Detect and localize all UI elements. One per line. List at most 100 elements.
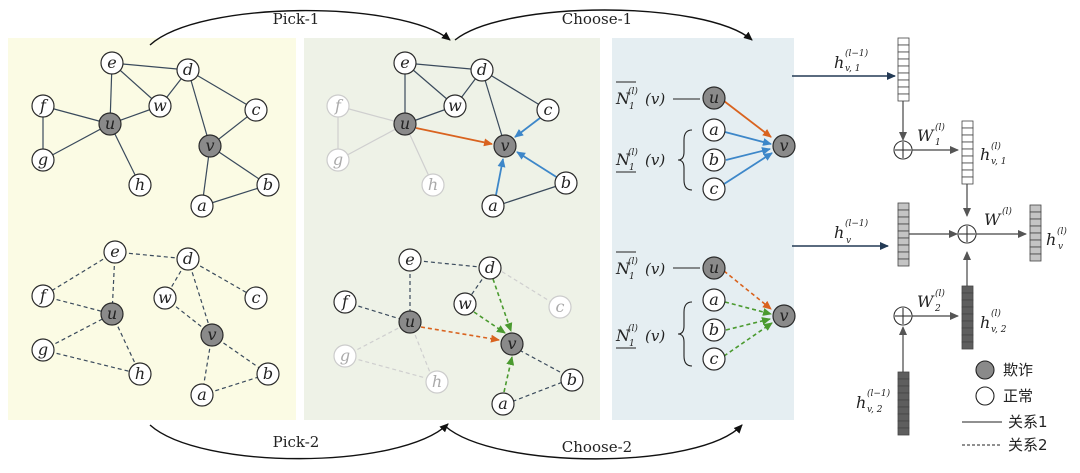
pick1-label: Pick-1 [273, 10, 320, 28]
svg-text:h: h [428, 175, 438, 194]
node-c [702, 177, 726, 201]
svg-text:d: d [485, 258, 495, 277]
svg-text:g: g [38, 150, 48, 169]
set-label-bottom-2: N (l) 1 (v) [615, 323, 665, 349]
pick2-arc [149, 423, 449, 460]
legend-relation2-label: 关系2 [1008, 436, 1048, 454]
svg-text:b: b [567, 370, 577, 389]
node-g-faded [333, 344, 357, 368]
node-w [443, 94, 467, 118]
svg-text:b: b [263, 364, 273, 383]
vector-h-v1 [961, 120, 974, 185]
node-f [31, 284, 55, 308]
svg-text:(l): (l) [628, 86, 638, 97]
nodes-relation1-original: e d f w c u v g h b a [31, 51, 280, 218]
svg-text:(v): (v) [645, 327, 665, 345]
svg-text:u: u [709, 88, 719, 107]
node-h [128, 173, 152, 197]
node-h-faded [425, 370, 449, 394]
vector-h-v-prev [897, 202, 910, 267]
nodes-relation1-picked: e d f w c u v g h b a [326, 51, 578, 218]
svg-text:(l): (l) [935, 122, 945, 133]
vector-h-v2 [961, 285, 974, 350]
svg-text:g: g [340, 346, 350, 365]
node-c-faded [548, 295, 572, 319]
svg-text:a: a [488, 196, 498, 215]
choose1-label: Choose-1 [562, 10, 632, 28]
svg-text:h: h [135, 175, 145, 194]
chosen-relation1: N (l) 1 (v) N (l) 1 (v) u a b c v [615, 81, 796, 201]
svg-text:W: W [917, 126, 935, 145]
svg-text:f: f [341, 292, 351, 311]
svg-text:v, 2: v, 2 [991, 325, 1007, 335]
label-h-v2-prev: h (l−1) v, 2 [856, 388, 891, 415]
svg-text:c: c [710, 179, 719, 198]
label-h-v1-prev: h (l−1) v, 1 [834, 48, 869, 74]
node-v-fraud [772, 134, 796, 158]
svg-text:1: 1 [629, 163, 635, 173]
svg-text:v: v [507, 334, 516, 353]
svg-text:(l): (l) [991, 141, 1001, 152]
legend-fraud-label: 欺诈 [1003, 361, 1033, 379]
svg-text:b: b [709, 150, 719, 169]
svg-text:b: b [561, 173, 571, 192]
svg-text:v: v [205, 136, 214, 155]
svg-text:(l−1): (l−1) [845, 48, 869, 59]
node-d [176, 58, 200, 82]
svg-text:h: h [432, 372, 442, 391]
node-c [244, 98, 268, 122]
svg-text:v, 2: v, 2 [867, 405, 883, 415]
node-b [560, 368, 584, 392]
node-w [153, 286, 177, 310]
label-h-v2: h (l) v, 2 [980, 308, 1007, 335]
svg-text:N: N [615, 259, 631, 278]
svg-text:b: b [709, 320, 719, 339]
node-v-fraud [772, 304, 796, 328]
svg-text:h: h [834, 223, 844, 242]
svg-text:v, 1: v, 1 [991, 157, 1006, 167]
label-W2: W (l) 2 [917, 288, 945, 314]
svg-text:(l): (l) [628, 256, 638, 267]
choose2-label: Choose-2 [562, 438, 632, 456]
svg-text:(l): (l) [935, 288, 945, 299]
node-b [256, 362, 280, 386]
svg-text:a: a [498, 394, 508, 413]
svg-text:w: w [448, 96, 462, 115]
svg-text:(l): (l) [628, 147, 638, 158]
svg-text:w: w [153, 96, 167, 115]
svg-text:c: c [544, 100, 553, 119]
svg-text:f: f [334, 96, 344, 115]
set-label-bottom-1: N (l) 1 (v) [615, 147, 665, 173]
svg-text:1: 1 [935, 138, 941, 148]
svg-text:N: N [615, 150, 631, 169]
node-a [481, 194, 505, 218]
node-g [31, 338, 55, 362]
node-a [491, 392, 515, 416]
svg-text:e: e [405, 250, 414, 269]
svg-text:(l): (l) [1057, 226, 1067, 237]
svg-text:c: c [710, 349, 719, 368]
node-d [470, 58, 494, 82]
node-b [702, 318, 726, 342]
svg-text:(v): (v) [645, 90, 665, 108]
svg-text:h: h [980, 313, 990, 332]
choose2-arc [444, 424, 743, 460]
add-node-relation1 [893, 140, 913, 160]
svg-text:d: d [183, 60, 193, 79]
node-f [31, 94, 55, 118]
node-c [536, 98, 560, 122]
label-h-v: h (l) v [1046, 226, 1067, 252]
svg-text:(l−1): (l−1) [845, 218, 869, 229]
svg-text:g: g [38, 340, 48, 359]
svg-text:W: W [984, 210, 1002, 229]
node-v-fraud [200, 323, 224, 347]
svg-text:1: 1 [629, 102, 635, 112]
node-e [398, 248, 422, 272]
svg-text:1: 1 [629, 272, 635, 282]
svg-text:f: f [39, 96, 49, 115]
svg-text:u: u [400, 114, 410, 133]
svg-text:v: v [779, 136, 788, 155]
node-a [702, 288, 726, 312]
label-W1: W (l) 1 [917, 122, 945, 148]
legend-normal-label: 正常 [1003, 387, 1033, 405]
